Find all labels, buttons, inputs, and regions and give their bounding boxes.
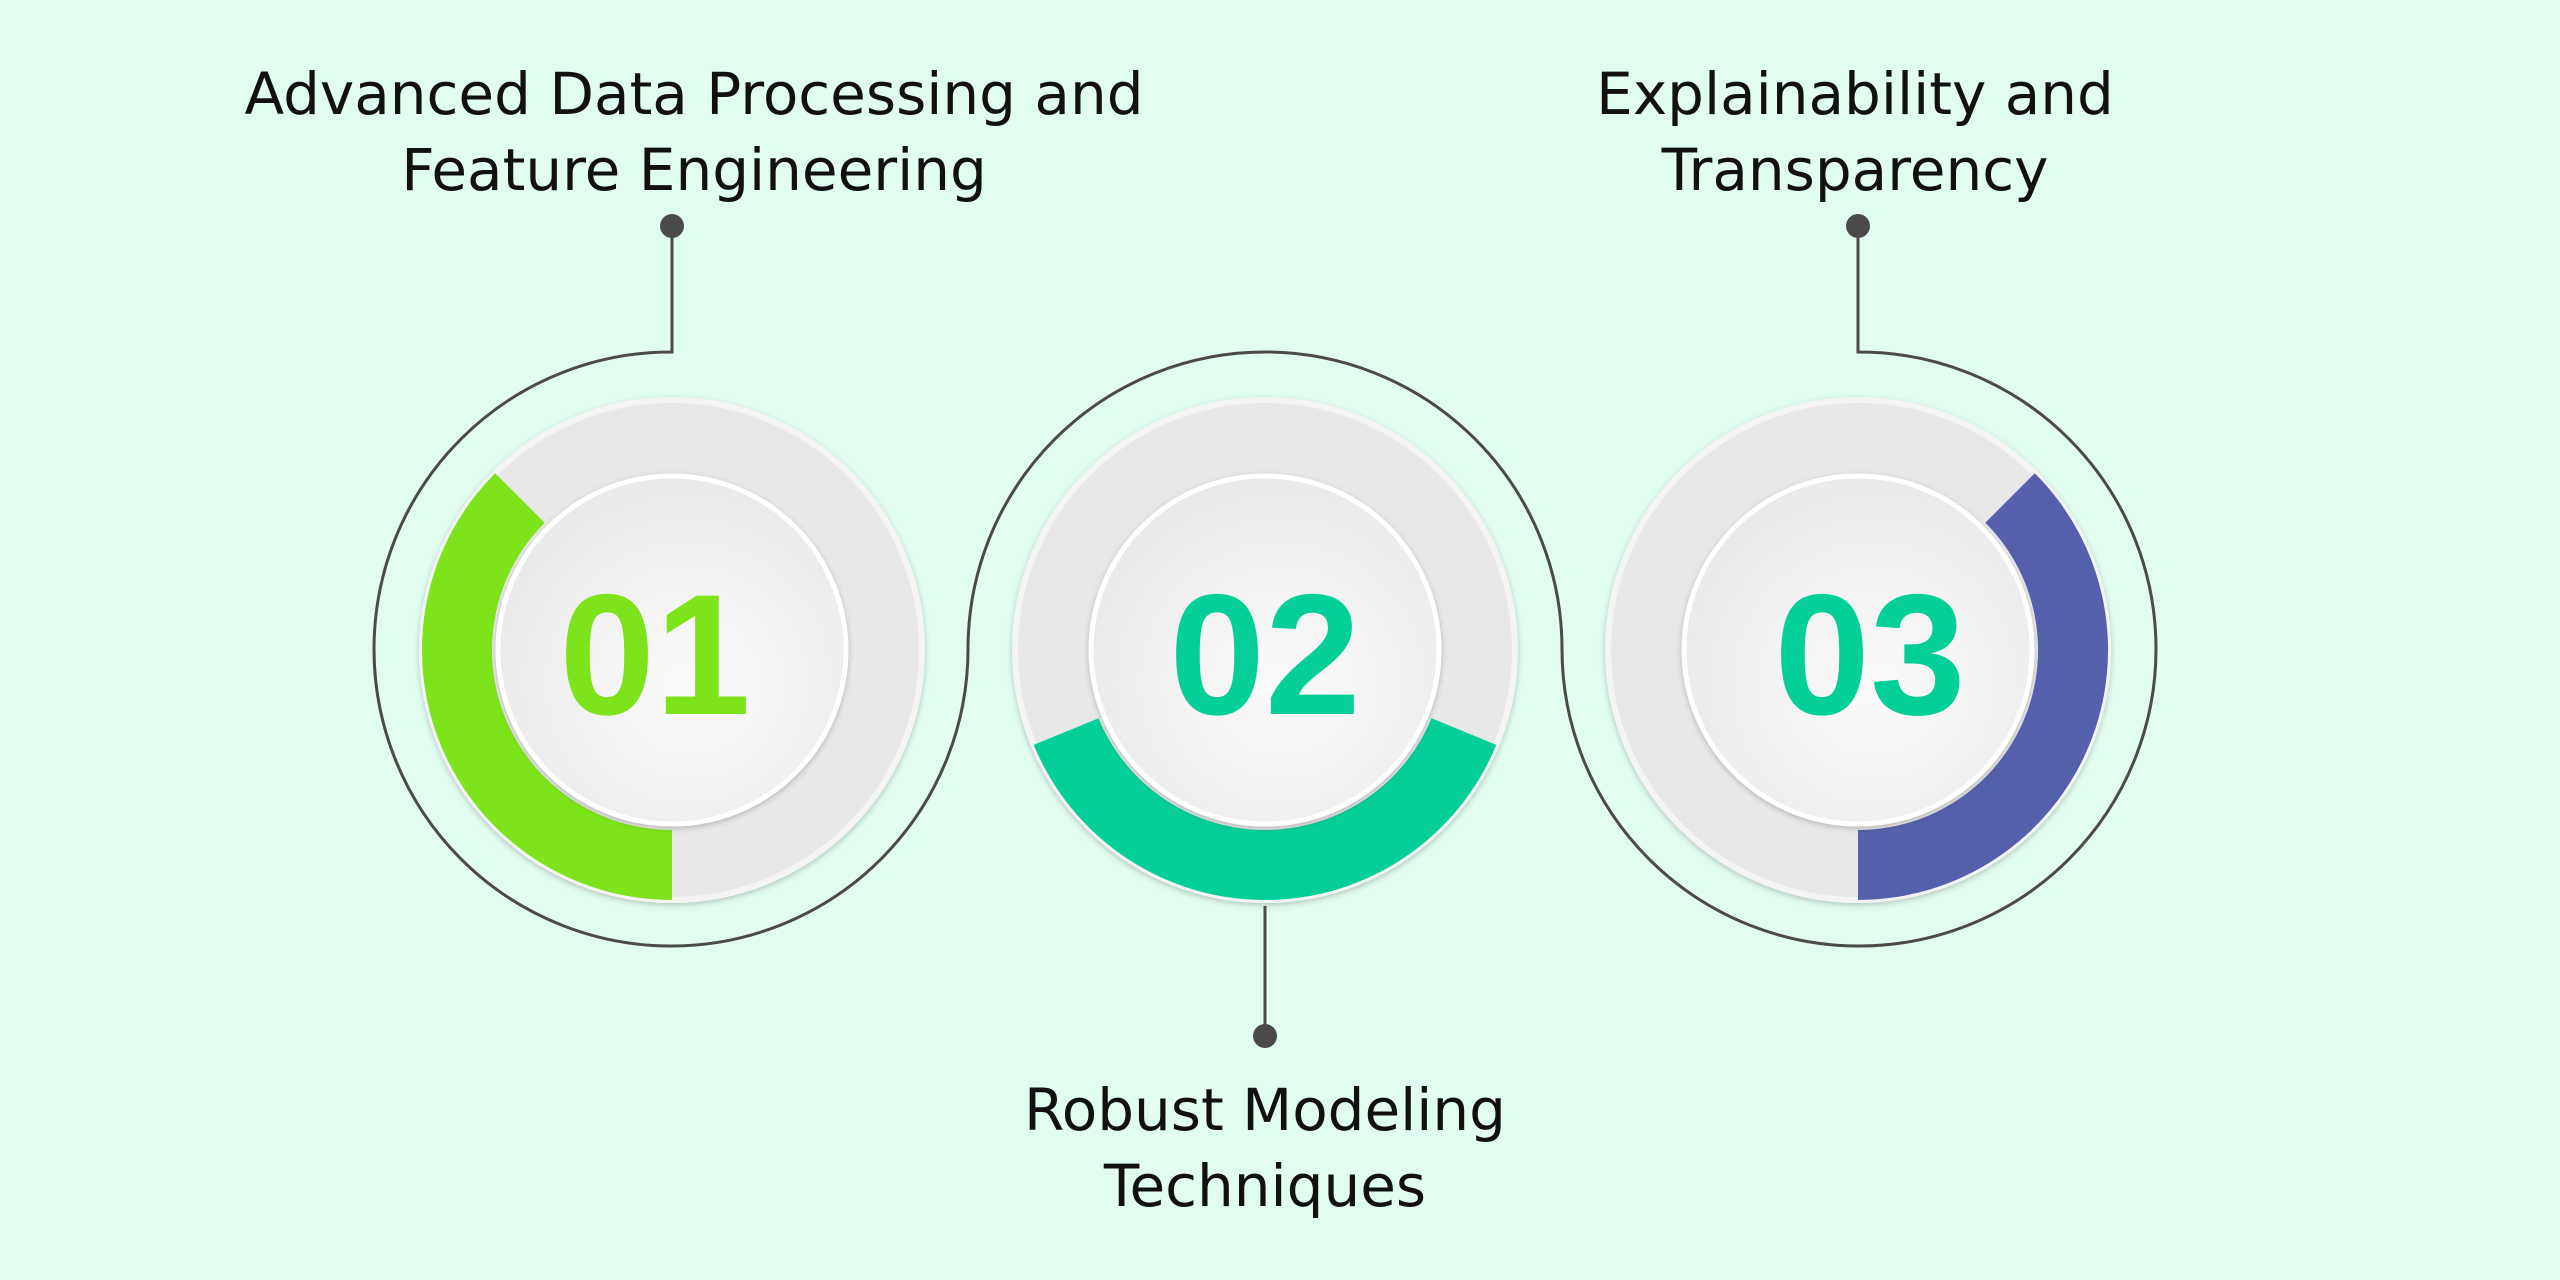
step-3-title-line-1: Explainability and <box>1596 60 2114 128</box>
step-1-badge <box>419 397 925 903</box>
step-3-title-line-2: Transparency <box>1661 136 2049 204</box>
step-1-number: 01 <box>559 559 750 751</box>
step-2-title: Robust Modeling Techniques <box>1024 1072 1506 1224</box>
step-1-title: Advanced Data Processing and Feature Eng… <box>244 56 1143 208</box>
step-1-progress-arc <box>421 473 672 900</box>
connector-wave <box>372 228 2158 948</box>
step-2-inner-disc <box>1088 473 1442 827</box>
step-1-title-line-1: Advanced Data Processing and <box>244 60 1144 128</box>
step-3-badge <box>1605 397 2111 903</box>
step-2-title-line-1: Robust Modeling <box>1024 1076 1506 1144</box>
connector-dot-1 <box>660 214 684 238</box>
step-2-title-line-2: Techniques <box>1103 1152 1427 1220</box>
step-3-inner-disc <box>1681 473 2035 827</box>
step-3-title: Explainability and Transparency <box>1596 56 2114 208</box>
step-2-number: 02 <box>1169 559 1360 751</box>
connector-dot-3 <box>1846 214 1870 238</box>
connector-dot-2 <box>1253 1024 1277 1048</box>
step-3-progress-arc <box>1858 473 2109 900</box>
step-3-number: 03 <box>1774 559 1965 751</box>
step-1-title-line-2: Feature Engineering <box>401 136 987 204</box>
step-1-inner-disc <box>495 473 849 827</box>
step-2-badge <box>1012 397 1518 903</box>
step-2-progress-arc <box>1033 718 1497 901</box>
